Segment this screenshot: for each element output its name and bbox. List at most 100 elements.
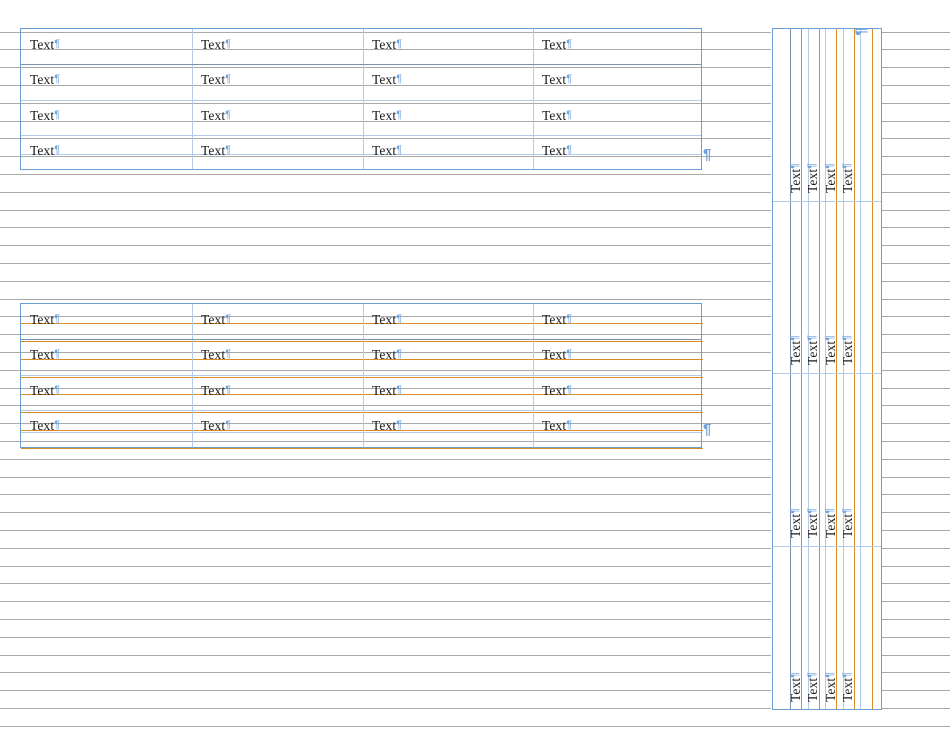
table-cell[interactable]: Text¶ — [804, 508, 822, 538]
ruled-line — [882, 387, 950, 389]
upper-left-table[interactable]: Text¶ Text¶ Text¶ Text¶ Text¶ Text¶ Text¶ Text¶… — [20, 28, 702, 170]
table-cell[interactable]: Text¶ — [372, 107, 402, 125]
ruled-line — [882, 298, 950, 300]
table-cell[interactable]: Text¶ — [542, 382, 572, 400]
table-cell[interactable]: Text¶ — [839, 335, 857, 365]
cell-text: Text¶ — [840, 507, 855, 538]
table-cell[interactable]: Text¶ — [804, 163, 822, 193]
table-cell[interactable]: Text¶ — [822, 163, 840, 193]
paragraph-mark-icon: ¶ — [225, 348, 232, 360]
table-cell[interactable]: Text¶ — [822, 335, 840, 365]
table-cell[interactable]: Text¶ — [542, 107, 572, 125]
cell-text: Text¶ — [201, 383, 232, 398]
table-cell[interactable]: Text¶ — [30, 36, 60, 54]
row-separator — [21, 135, 701, 136]
paragraph-mark-icon: ¶ — [225, 384, 232, 396]
row-separator — [21, 375, 701, 376]
table-cell[interactable]: Text¶ — [372, 382, 402, 400]
row-separator — [21, 410, 701, 411]
table-cell[interactable]: Text¶ — [201, 107, 231, 125]
table-cell[interactable]: Text¶ — [839, 163, 857, 193]
table-cell[interactable]: Text¶ — [839, 508, 857, 538]
paragraph-mark-icon: ¶ — [225, 419, 232, 431]
table-cell[interactable]: Text¶ — [542, 417, 572, 435]
table-cell[interactable]: Text¶ — [30, 107, 60, 125]
table-cell[interactable]: Text¶ — [30, 417, 60, 435]
table-cell[interactable]: Text¶ — [372, 71, 402, 89]
table-cell[interactable]: Text¶ — [201, 36, 231, 54]
ruled-line — [882, 583, 950, 585]
ruled-line — [771, 725, 950, 727]
table-cell[interactable]: Text¶ — [201, 71, 231, 89]
table-cell[interactable]: Text¶ — [30, 311, 60, 329]
table-cell[interactable]: Text¶ — [201, 311, 231, 329]
table-cell[interactable]: Text¶ — [372, 346, 402, 364]
table-cell[interactable]: Text¶ — [542, 142, 572, 160]
lower-left-table[interactable]: Text¶ Text¶ Text¶ Text¶ Text¶ Text¶ Text¶ Text¶… — [20, 303, 703, 449]
table-cell[interactable]: Text¶ — [787, 508, 805, 538]
ruled-line — [882, 529, 950, 531]
cell-text: Text¶ — [201, 108, 232, 123]
table-cell[interactable]: Text¶ — [839, 672, 857, 702]
ruled-line — [0, 565, 771, 567]
ruled-line — [882, 547, 950, 549]
table-cell[interactable]: Text¶ — [30, 142, 60, 160]
table-cell[interactable]: Text¶ — [30, 346, 60, 364]
table-cell[interactable]: Text¶ — [372, 36, 402, 54]
table-cell[interactable]: Text¶ — [372, 311, 402, 329]
paragraph-mark-icon: ¶ — [824, 671, 836, 678]
ruled-line — [0, 280, 771, 282]
table-cell[interactable]: Text¶ — [542, 36, 572, 54]
paragraph-mark-icon: ¶ — [54, 419, 61, 431]
table-cell[interactable]: Text¶ — [804, 335, 822, 365]
ruled-line — [882, 316, 950, 318]
row-separator — [21, 100, 701, 101]
table-cell[interactable]: Text¶ — [542, 346, 572, 364]
table-cell[interactable]: Text¶ — [372, 142, 402, 160]
ruled-line — [0, 227, 771, 229]
paragraph-mark-icon: ¶ — [54, 109, 61, 121]
cell-text: Text¶ — [201, 37, 232, 52]
paragraph-mark-icon: ¶ — [566, 144, 573, 156]
table-cell[interactable]: Text¶ — [201, 142, 231, 160]
table-cell[interactable]: Text¶ — [542, 311, 572, 329]
cell-text: Text¶ — [542, 418, 573, 433]
table-cell[interactable]: Text¶ — [787, 672, 805, 702]
cell-text: Text¶ — [30, 383, 61, 398]
table-cell[interactable]: Text¶ — [787, 163, 805, 193]
ruled-line — [0, 601, 771, 603]
table-cell[interactable]: Text¶ — [30, 71, 60, 89]
paragraph-mark-icon: ¶ — [54, 73, 61, 85]
ruled-line — [0, 334, 771, 336]
ruled-line — [882, 156, 950, 158]
cell-text: Text¶ — [542, 383, 573, 398]
ruled-line — [0, 405, 771, 407]
cell-text: Text¶ — [805, 162, 820, 193]
paragraph-mark-icon: ¶ — [566, 73, 573, 85]
table-cell[interactable]: Text¶ — [201, 346, 231, 364]
paragraph-mark-icon: ¶ — [566, 348, 573, 360]
ruled-line — [0, 440, 771, 442]
table-cell[interactable]: Text¶ — [822, 672, 840, 702]
ruled-line — [0, 67, 771, 69]
ruled-line — [882, 245, 950, 247]
table-cell[interactable]: Text¶ — [804, 672, 822, 702]
table-cell[interactable]: Text¶ — [787, 335, 805, 365]
table-cell[interactable]: Text¶ — [372, 417, 402, 435]
table-cell[interactable]: Text¶ — [30, 382, 60, 400]
ruled-line — [0, 494, 771, 496]
table-cell[interactable]: Text¶ — [542, 71, 572, 89]
ruled-line — [0, 690, 771, 692]
right-rotated-table[interactable]: Text¶Text¶Text¶Text¶Text¶Text¶Text¶Text¶… — [772, 28, 882, 710]
cell-text: Text¶ — [788, 162, 803, 193]
cell-text: Text¶ — [805, 671, 820, 702]
table-cell[interactable]: Text¶ — [822, 508, 840, 538]
row-separator — [21, 432, 701, 433]
table-cell[interactable]: Text¶ — [201, 382, 231, 400]
ruled-line — [0, 138, 771, 140]
cell-text: Text¶ — [823, 671, 838, 702]
table-cell[interactable]: Text¶ — [201, 417, 231, 435]
row-separator — [21, 64, 701, 65]
ruled-line — [882, 636, 950, 638]
